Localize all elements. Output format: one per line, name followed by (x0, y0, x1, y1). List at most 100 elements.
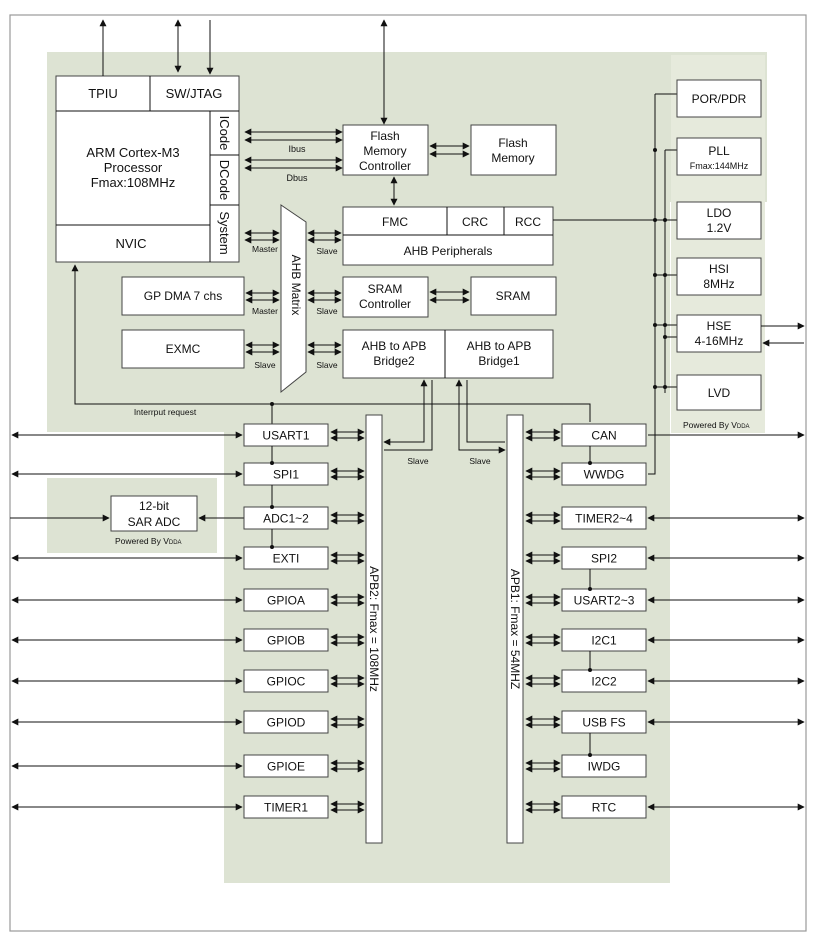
interrupt-request-line: Interrput request (71, 264, 591, 425)
apb1-peripheral-rtc: RTC (525, 795, 805, 819)
svg-text:1.2V: 1.2V (707, 221, 732, 235)
flash-memory: Flash Memory (470, 124, 557, 176)
gp-dma: GP DMA 7 chs (121, 276, 245, 316)
adc-domain-caption: Powered By VDDA (115, 536, 182, 546)
hse: HSE 4-16MHz (676, 314, 762, 353)
apb2-peripheral-label: SPI1 (273, 468, 299, 482)
svg-text:Fmax:144MHz: Fmax:144MHz (690, 161, 749, 171)
flash-memory-controller: Flash Memory Controller (342, 124, 429, 176)
apb2-peripheral-gpiob: GPIOB (11, 628, 365, 652)
svg-text:Slave: Slave (469, 456, 491, 466)
svg-text:Interrput request: Interrput request (134, 407, 197, 417)
apb2-peripheral-gpioa: GPIOA (11, 588, 365, 612)
apb1-peripheral-iwdg: IWDG (525, 754, 647, 778)
hsi: HSI 8MHz (676, 257, 762, 296)
matrix-links: Master Slave Master Slave Slave Slave (244, 229, 342, 370)
apb1-bus: APB1: Fmax = 54MHZ (506, 414, 524, 844)
apb1-peripheral-label: I2C1 (591, 634, 617, 648)
bridge1-line2: Bridge1 (478, 354, 520, 368)
svg-text:Master: Master (252, 244, 278, 254)
apb1-peripheral-label: IWDG (588, 760, 621, 774)
apb2-peripheral-exti: EXTI (11, 546, 365, 570)
svg-text:Slave: Slave (316, 246, 338, 256)
sar-adc: 12-bit SAR ADC Powered By VDDA (110, 495, 198, 546)
dcode-label: DCode (217, 160, 232, 200)
bridge1-line1: AHB to APB (467, 339, 532, 353)
apb1-peripheral-usb-fs: USB FS (525, 710, 805, 734)
svg-text:Slave: Slave (407, 456, 429, 466)
pll: PLL Fmax:144MHz (676, 137, 762, 176)
cpu-block: TPIU SW/JTAG ARM Cortex-M3 Processor Fma… (55, 75, 240, 263)
power-clock-column (553, 93, 677, 393)
svg-text:Controller: Controller (359, 297, 411, 311)
apb2-peripheral-label: ADC1~2 (263, 512, 309, 526)
bridge2-line1: AHB to APB (362, 339, 427, 353)
crc-label: CRC (462, 215, 488, 229)
svg-text:SRAM: SRAM (368, 282, 403, 296)
apb1-peripheral-i2c1: I2C1 (525, 628, 805, 652)
debug-arrows (99, 19, 388, 125)
por-pdr: POR/PDR (676, 79, 762, 118)
system-label: System (217, 211, 232, 254)
svg-text:Flash: Flash (370, 129, 399, 143)
core-fmax: Fmax:108MHz (91, 175, 176, 190)
svg-text:SAR ADC: SAR ADC (128, 515, 181, 529)
svg-text:8MHz: 8MHz (703, 277, 734, 291)
apb2-peripheral-gpioc: GPIOC (11, 669, 365, 693)
apb2-peripheral-timer1: TIMER1 (11, 795, 365, 819)
svg-text:Slave: Slave (316, 360, 338, 370)
cpu-bus-connections: Ibus Dbus (244, 128, 470, 304)
svg-text:APB2: Fmax = 108MHz: APB2: Fmax = 108MHz (367, 566, 381, 692)
svg-text:4-16MHz: 4-16MHz (695, 334, 744, 348)
apb2-peripheral-label: TIMER1 (264, 801, 308, 815)
apb2-peripheral-label: USART1 (262, 429, 309, 443)
svg-text:Master: Master (252, 306, 278, 316)
svg-text:Controller: Controller (359, 159, 411, 173)
exmc: EXMC (121, 329, 245, 369)
fmc-label: FMC (382, 215, 408, 229)
svg-text:Memory: Memory (363, 144, 406, 158)
power-domain-background (671, 55, 765, 433)
apb2-peripheral-label: GPIOA (267, 594, 305, 608)
apb2-peripheral-label: GPIOB (267, 634, 305, 648)
apb1-peripheral-label: USART2~3 (574, 594, 635, 608)
svg-text:APB1: Fmax = 54MHZ: APB1: Fmax = 54MHZ (508, 569, 522, 689)
svg-text:PLL: PLL (708, 144, 730, 158)
rcc-label: RCC (515, 215, 541, 229)
svg-text:Slave: Slave (316, 306, 338, 316)
apb1-peripheral-wwdg: WWDG (525, 393, 656, 486)
sram-controller: SRAM Controller (342, 276, 429, 318)
icode-label: ICode (217, 116, 232, 151)
svg-text:EXMC: EXMC (166, 342, 201, 356)
svg-text:HSI: HSI (709, 262, 729, 276)
apb1-peripheral-timer2-4: TIMER2~4 (525, 506, 805, 530)
swjtag-label: SW/JTAG (166, 86, 223, 101)
apb1-peripheral-can: CAN (525, 423, 805, 447)
ahb-peripherals-block: FMC CRC RCC AHB Peripherals (342, 206, 554, 266)
svg-text:LDO: LDO (707, 206, 732, 220)
lvd: LVD (676, 374, 762, 411)
ibus-label: Ibus (288, 144, 306, 154)
ahb-peripherals-label: AHB Peripherals (404, 244, 493, 258)
svg-text:SRAM: SRAM (496, 289, 531, 303)
apb2-peripheral-gpioe: GPIOE (11, 754, 365, 778)
tpiu-label: TPIU (88, 86, 118, 101)
apb1-peripheral-label: WWDG (584, 468, 625, 482)
apb1-peripheral-label: TIMER2~4 (575, 512, 633, 526)
core-name: ARM Cortex-M3 (86, 145, 179, 160)
svg-text:POR/PDR: POR/PDR (692, 92, 747, 106)
svg-text:Slave: Slave (254, 360, 276, 370)
apb2-peripheral-label: EXTI (273, 552, 300, 566)
apb2-peripheral-gpiod: GPIOD (11, 710, 365, 734)
apb2-peripheral-adc1-2: ADC1~2 (243, 506, 365, 530)
svg-text:Flash: Flash (498, 136, 527, 150)
dbus-label: Dbus (286, 173, 308, 183)
apb2-peripheral-label: GPIOE (267, 760, 305, 774)
svg-text:Memory: Memory (491, 151, 534, 165)
ahb-apb-bridges: AHB to APB Bridge2 AHB to APB Bridge1 (342, 329, 554, 379)
sram: SRAM (470, 276, 557, 316)
apb2-peripheral-label: GPIOC (267, 675, 306, 689)
apb1-peripheral-i2c2: I2C2 (525, 669, 805, 693)
